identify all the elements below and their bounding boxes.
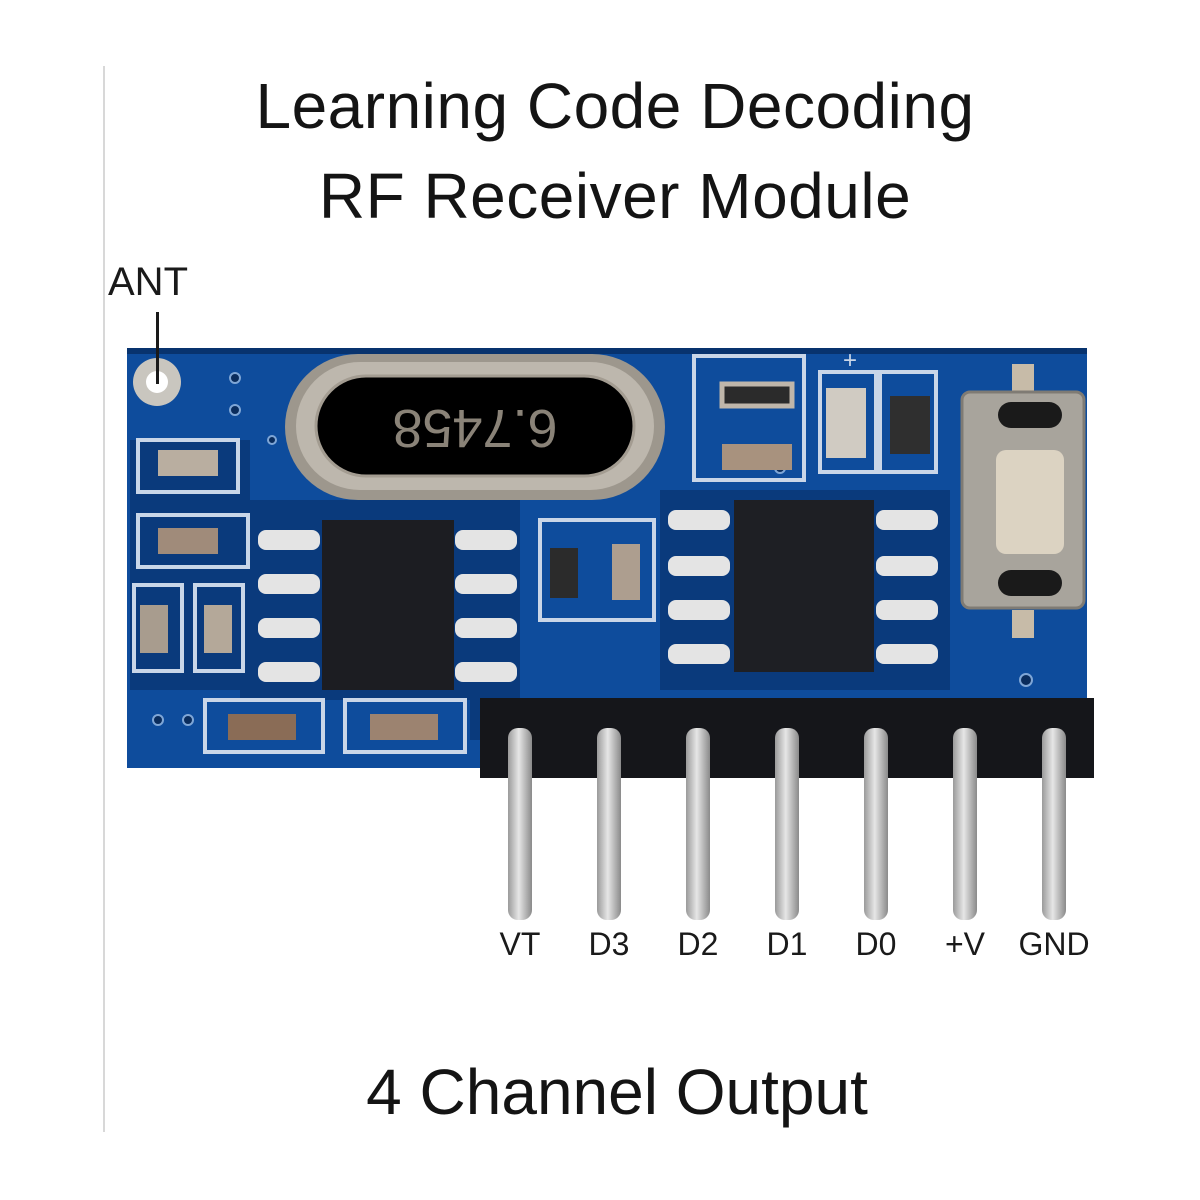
- pin-label: GND: [1018, 926, 1090, 962]
- header-pin-plus-v: [953, 728, 977, 920]
- antenna-pointer-line: [156, 312, 159, 384]
- crystal-marking: 6.7458: [392, 398, 557, 458]
- decoder-ic-left: [258, 520, 517, 690]
- silkscreen-outlines: [132, 354, 938, 754]
- footer-caption: 4 Channel Output: [366, 1056, 868, 1128]
- decoder-ic-right: [668, 500, 938, 672]
- pin-label: +V: [944, 926, 986, 962]
- crystal-oscillator: [285, 354, 665, 500]
- title-line-1: Learning Code Decoding: [255, 70, 975, 142]
- pin-label: D3: [588, 926, 630, 962]
- header-pin-vt: [508, 728, 532, 920]
- pin-label: VT: [499, 926, 541, 962]
- pin-label: D2: [677, 926, 719, 962]
- pin-label: D0: [855, 926, 897, 962]
- learn-button-switch: [960, 364, 1086, 638]
- left-border-line: [103, 66, 105, 1132]
- header-pin-d3: [597, 728, 621, 920]
- header-pin-d2: [686, 728, 710, 920]
- header-pin-gnd: [1042, 728, 1066, 920]
- title-line-2: RF Receiver Module: [318, 160, 912, 232]
- pin-label: D1: [766, 926, 808, 962]
- smd-components: [140, 381, 930, 740]
- antenna-label: ANT: [108, 260, 188, 304]
- pin-header: [480, 698, 1094, 920]
- header-pin-d1: [775, 728, 799, 920]
- header-pin-d0: [864, 728, 888, 920]
- polarity-plus: +: [843, 347, 857, 374]
